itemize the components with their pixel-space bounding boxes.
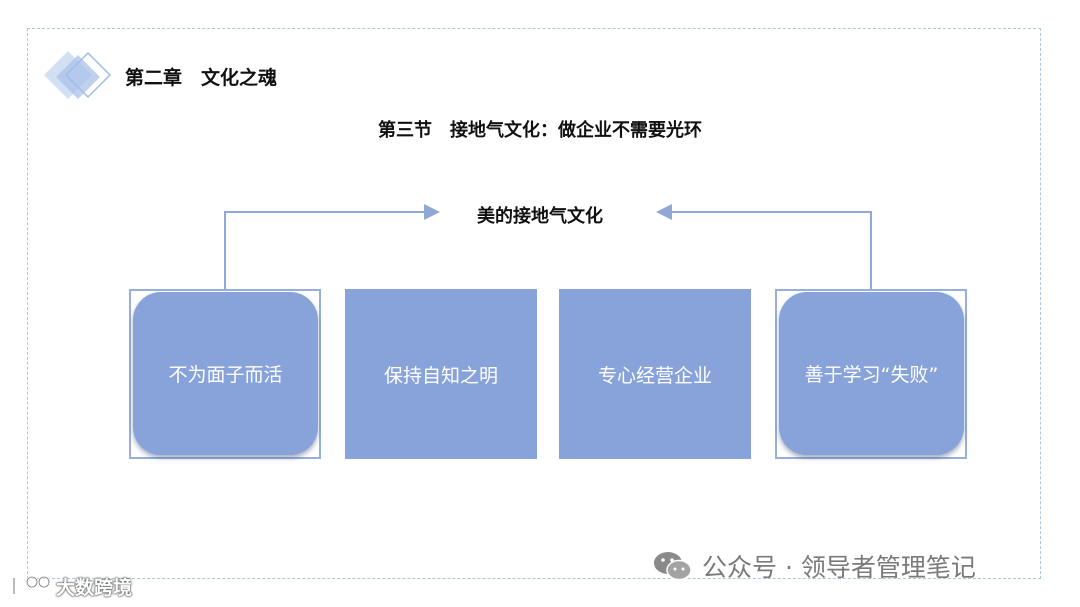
brand-icon — [12, 575, 51, 595]
box-label: 善于学习“失败” — [804, 364, 939, 386]
chapter-title: 第二章 文化之魂 — [125, 67, 278, 89]
box-self-awareness: 保持自知之明 — [345, 289, 537, 459]
box-focus-business: 专心经营企业 — [559, 289, 751, 459]
brand-text: 大数跨境 — [56, 576, 133, 599]
box-learn-failure: 善于学习“失败” — [779, 292, 964, 455]
box-outline-4 — [775, 289, 967, 459]
box-outline-1 — [129, 289, 321, 459]
box-label: 不为面子而活 — [168, 364, 283, 386]
center-label: 美的接地气文化 — [477, 206, 603, 227]
box-label: 专心经营企业 — [597, 364, 712, 387]
box-not-for-face: 不为面子而活 — [133, 292, 318, 455]
box-label: 保持自知之明 — [383, 364, 498, 387]
section-title: 第三节 接地气文化：做企业不需要光环 — [378, 120, 702, 141]
watermark-text: 公众号 · 领导者管理笔记 — [702, 553, 976, 582]
wechat-icon — [654, 552, 692, 581]
diamond-logo-icon — [44, 51, 112, 99]
left-connector-arrow — [224, 204, 440, 289]
right-connector-arrow — [656, 204, 872, 289]
wechat-watermark: 公众号 · 领导者管理笔记 — [652, 548, 976, 584]
brand-watermark: 大数跨境 — [8, 572, 132, 600]
slide-frame — [27, 28, 1041, 579]
